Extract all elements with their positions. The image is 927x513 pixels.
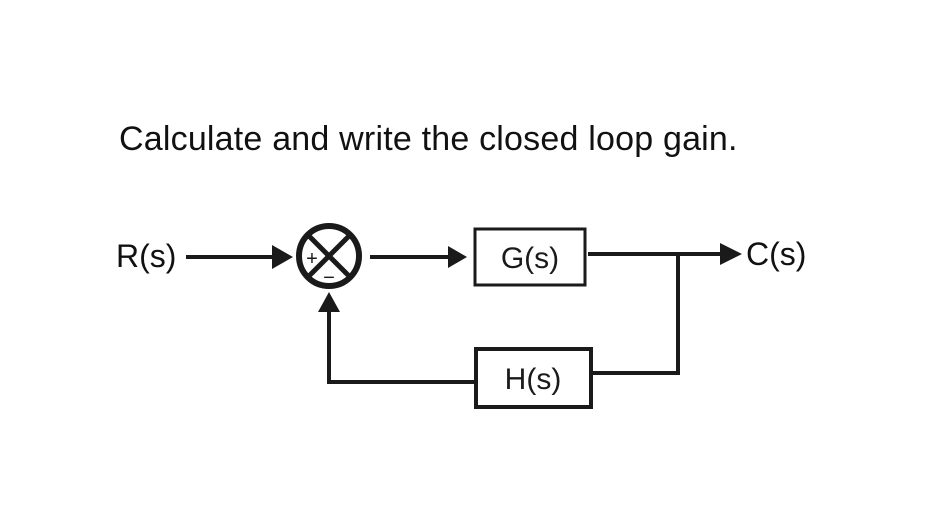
input-label: R(s)	[116, 238, 177, 274]
error-signal-arrow	[370, 246, 467, 268]
forward-block-label: G(s)	[501, 242, 559, 275]
output-label: C(s)	[746, 236, 807, 272]
input-signal-arrow	[186, 245, 293, 269]
forward-block: G(s)	[473, 227, 587, 287]
minus-sign: −	[323, 267, 335, 289]
plus-sign: +	[306, 248, 318, 270]
feedback-path	[318, 254, 680, 384]
feedback-block: H(s)	[474, 347, 593, 409]
question-text: Calculate and write the closed loop gain…	[119, 120, 738, 158]
summing-junction: + −	[296, 223, 362, 289]
feedback-block-label: H(s)	[505, 363, 562, 396]
output-signal-arrow	[588, 243, 742, 265]
